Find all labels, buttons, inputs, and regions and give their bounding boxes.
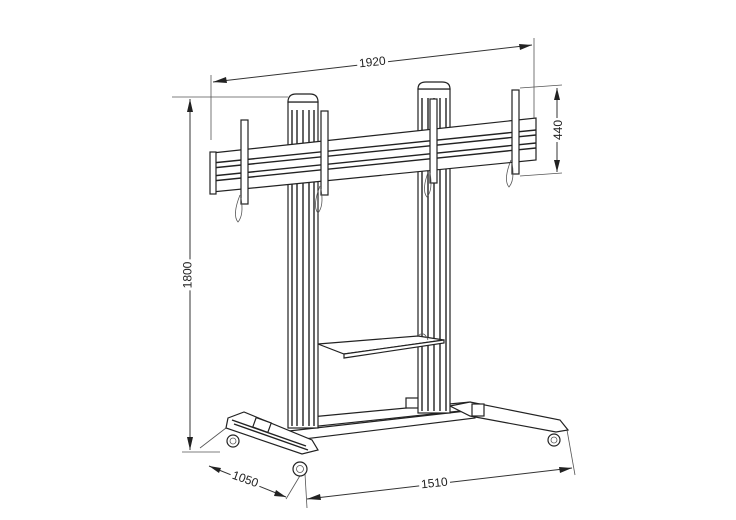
bracket-1 — [235, 119, 249, 223]
mounting-rails — [209, 117, 537, 195]
dimension-bracket-height: 440 — [551, 117, 566, 143]
dimension-base-width: 1510 — [418, 474, 451, 492]
bracket-2 — [315, 110, 329, 214]
vesa-brackets — [235, 89, 520, 223]
base-frame — [225, 397, 570, 477]
dimension-height-total: 1800 — [180, 259, 195, 291]
dimension-width-total: 1920 — [356, 53, 389, 71]
bracket-4 — [506, 89, 520, 188]
bracket-3 — [424, 98, 438, 198]
av-shelf — [317, 333, 445, 359]
dimension-lines — [172, 38, 576, 509]
